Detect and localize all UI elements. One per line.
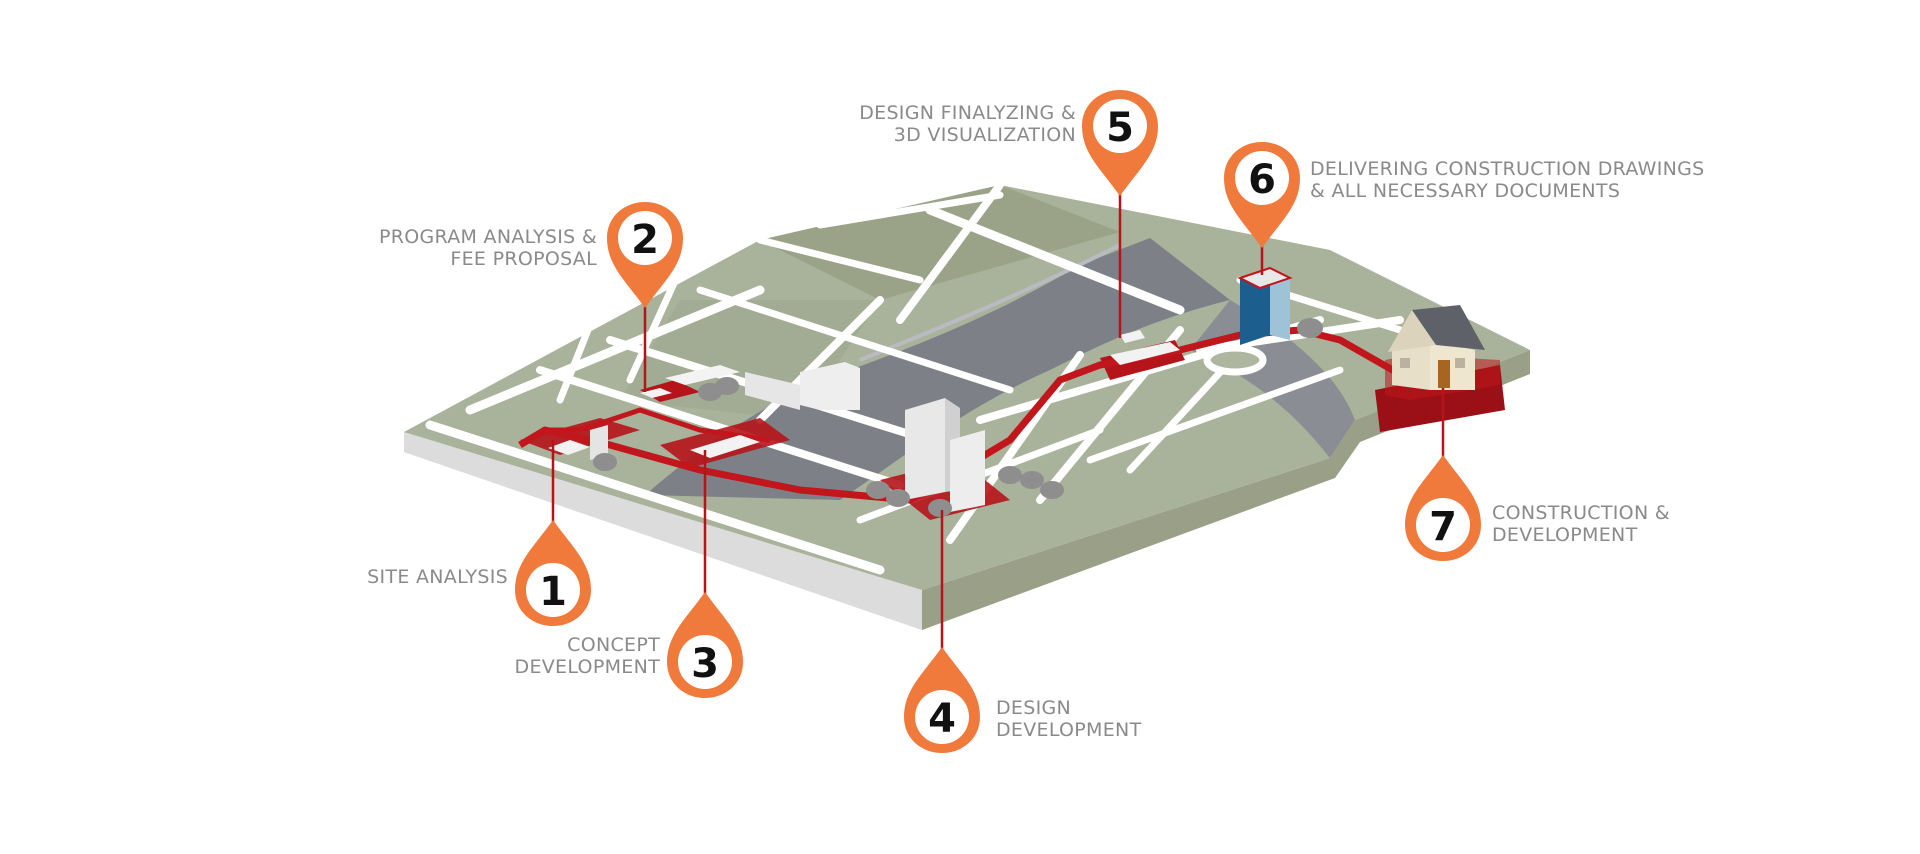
step-number: 3 xyxy=(691,641,719,687)
tree-icon xyxy=(1020,471,1044,489)
location-pin-icon: 7 xyxy=(1405,455,1481,561)
tree-icon xyxy=(928,499,952,517)
step-2-label: PROGRAM ANALYSIS & FEE PROPOSAL xyxy=(378,226,597,270)
location-pin-icon: 1 xyxy=(515,520,591,626)
tree-icon xyxy=(1297,318,1323,338)
step-number: 4 xyxy=(928,696,956,742)
step-number: 6 xyxy=(1248,157,1276,203)
location-pin-icon: 5 xyxy=(1082,90,1158,196)
step-5-label: DESIGN FINALYZING & 3D VISUALIZATION xyxy=(859,102,1076,146)
location-pin-icon: 4 xyxy=(904,647,980,753)
step-3-label: CONCEPT DEVELOPMENT xyxy=(514,634,660,678)
location-pin-icon: 2 xyxy=(607,202,683,308)
tree-icon xyxy=(715,377,739,395)
tree-icon xyxy=(886,489,910,507)
step-7-label: CONSTRUCTION & DEVELOPMENT xyxy=(1492,502,1670,546)
step-markers: 1 2 3 4 5 6 xyxy=(515,90,1481,753)
step-6-label: DELIVERING CONSTRUCTION DRAWINGS & ALL N… xyxy=(1310,158,1705,202)
trees xyxy=(593,318,1323,517)
step-4-label: DESIGN DEVELOPMENT xyxy=(996,697,1142,741)
location-pin-icon: 6 xyxy=(1224,142,1300,248)
tower-icon xyxy=(1237,266,1293,345)
step-1-label: SITE ANALYSIS xyxy=(367,566,508,588)
tree-icon xyxy=(998,466,1022,484)
step-number: 1 xyxy=(539,569,567,615)
tree-icon xyxy=(866,481,890,499)
location-pin-icon: 3 xyxy=(667,592,743,698)
step-number: 7 xyxy=(1429,504,1457,550)
tree-icon xyxy=(1040,481,1064,499)
step-number: 5 xyxy=(1106,105,1134,151)
roundabout xyxy=(1203,344,1267,376)
house-icon xyxy=(1385,305,1500,400)
tree-icon xyxy=(593,453,617,471)
step-number: 2 xyxy=(631,217,659,263)
buildings xyxy=(548,330,1180,512)
